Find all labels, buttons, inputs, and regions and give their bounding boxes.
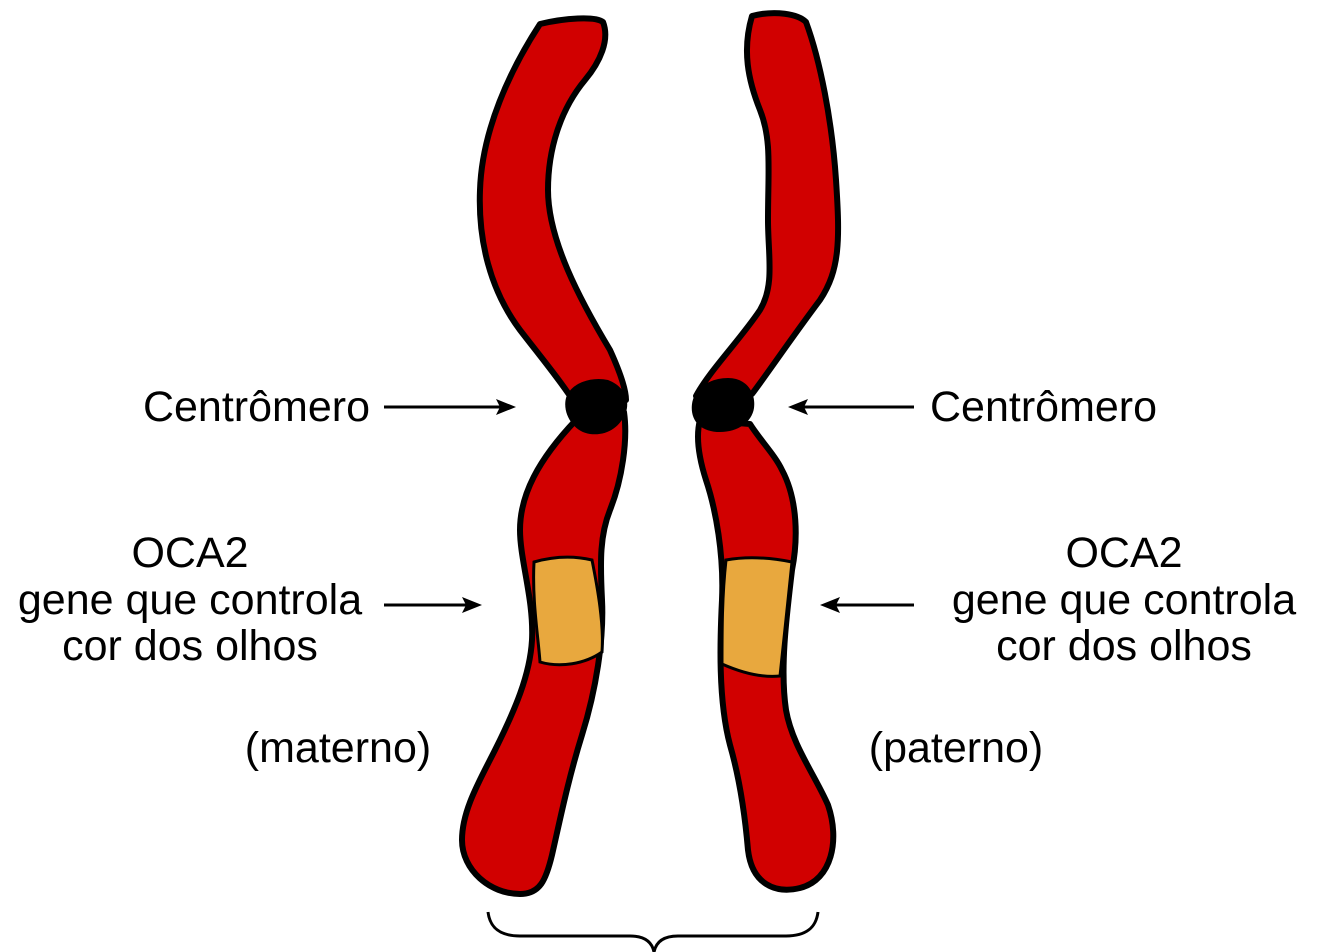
gene-left-arrow [384, 597, 482, 613]
paternal-chromosome [692, 13, 838, 890]
gene-right-line2: gene que controla [952, 576, 1296, 624]
paternal-oca2-gene-band [722, 558, 792, 677]
homologous-pair-brace [488, 912, 818, 952]
gene-left-line3: cor dos olhos [62, 622, 318, 670]
gene-left-line2: gene que controla [18, 576, 362, 624]
maternal-label: (materno) [245, 724, 431, 772]
paternal-chromosome-upper-arm [696, 13, 838, 396]
left-annotations: Centrômero OCA2 gene que controla cor do… [18, 383, 516, 772]
centromere-left-label: Centrômero [143, 383, 370, 431]
centromere-left-arrow [384, 399, 516, 415]
maternal-chromosome [462, 18, 627, 894]
gene-right-arrow [820, 597, 914, 613]
maternal-oca2-gene-band [534, 557, 603, 665]
maternal-chromosome-upper-arm [480, 18, 626, 402]
right-annotations: Centrômero OCA2 gene que controla cor do… [788, 383, 1296, 772]
centromere-right-arrow [788, 399, 914, 415]
paternal-label: (paterno) [869, 724, 1043, 772]
gene-left-line1: OCA2 [131, 529, 248, 577]
gene-right-line1: OCA2 [1065, 529, 1182, 577]
gene-right-line3: cor dos olhos [996, 622, 1252, 670]
centromere-right-label: Centrômero [930, 383, 1157, 431]
